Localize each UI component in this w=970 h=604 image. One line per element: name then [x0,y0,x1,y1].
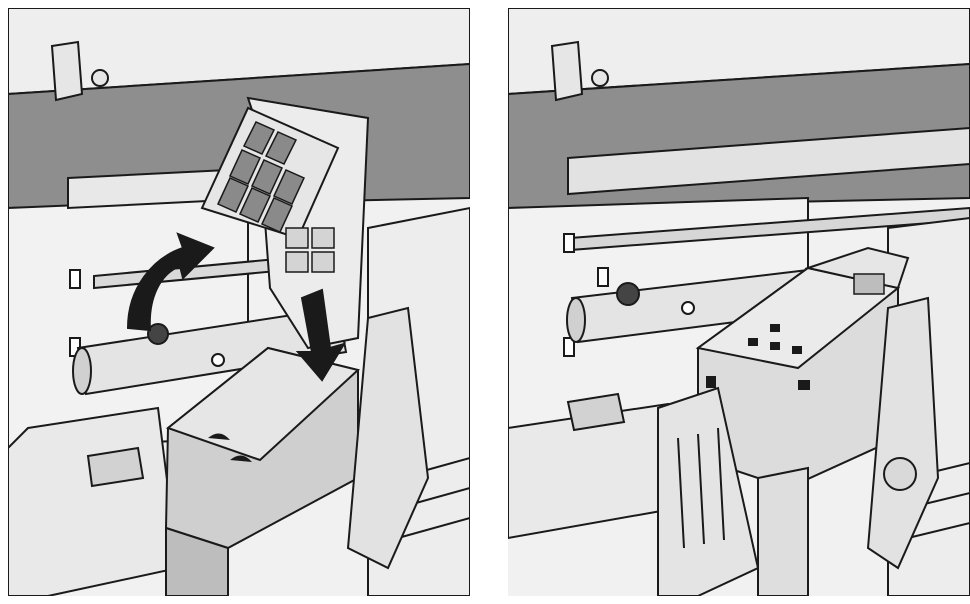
housing-peg-icon [50,40,84,102]
printer-carriage-icon [8,8,470,596]
housing-peg-icon [550,40,584,102]
panel-latch-closed [508,8,970,596]
press-down-arrow-icon [295,288,347,382]
panel-latch-open [8,8,470,596]
ink-cartridge-icon [164,346,361,596]
printer-carriage-icon [508,8,970,596]
cartridge-latch-icon [200,96,370,350]
closed-latch-icon [695,246,910,490]
ink-cartridge-icon [657,386,809,596]
rotate-up-arrow-icon [126,232,215,332]
